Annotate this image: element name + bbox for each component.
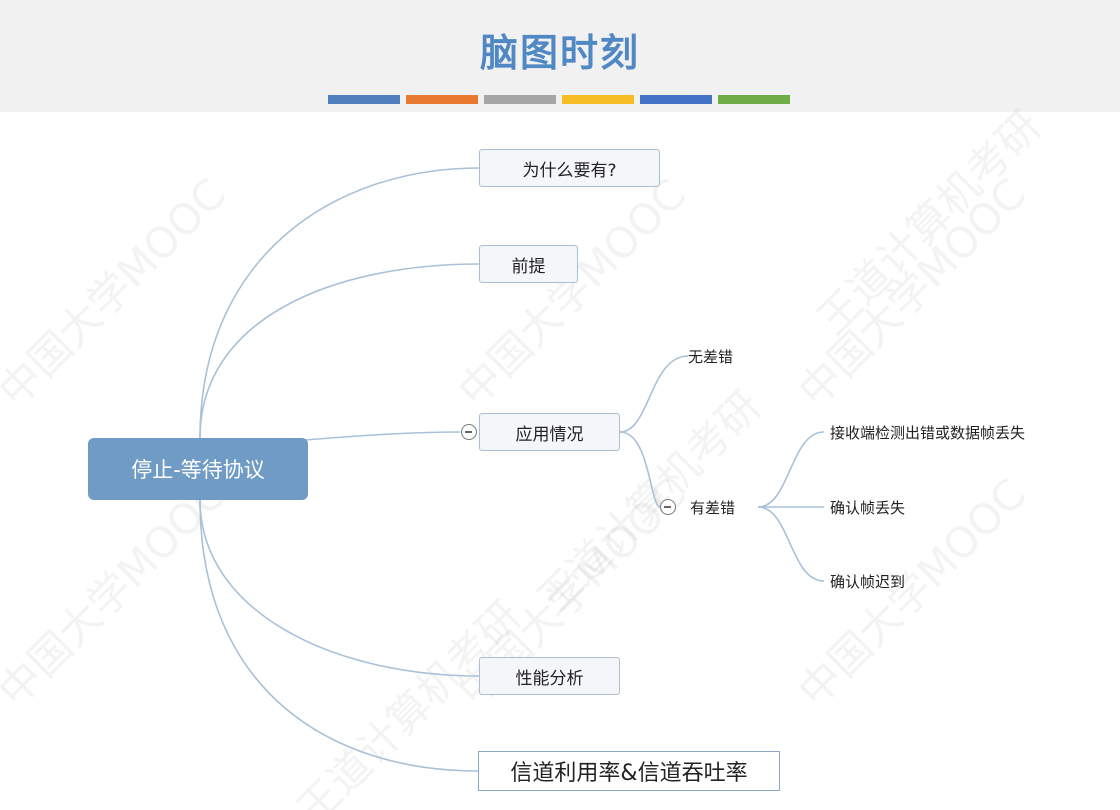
link-err-3	[757, 506, 825, 582]
link-err-1	[757, 431, 825, 508]
header-band: 脑图时刻	[0, 0, 1120, 112]
color-bar-3	[484, 95, 556, 104]
link-app-haserror	[619, 431, 661, 508]
color-bar-2	[406, 95, 478, 104]
node-utilization[interactable]: 信道利用率&信道吞吐率	[478, 751, 780, 791]
collapse-toggle-icon[interactable]	[461, 424, 477, 440]
link-root-premise	[199, 263, 481, 439]
root-node[interactable]: 停止-等待协议	[88, 438, 308, 500]
node-error-case-1[interactable]: 接收端检测出错或数据帧丢失	[830, 423, 1026, 442]
link-root-why	[199, 167, 481, 439]
color-bar-5	[640, 95, 712, 104]
node-error-case-2[interactable]: 确认帧丢失	[830, 498, 906, 517]
node-error-case-3[interactable]: 确认帧迟到	[830, 572, 906, 591]
link-root-utilization	[199, 499, 479, 772]
node-has-error[interactable]: 有差错	[690, 498, 736, 517]
color-bar-4	[562, 95, 634, 104]
node-performance[interactable]: 性能分析	[479, 657, 620, 695]
node-application[interactable]: 应用情况	[479, 413, 620, 451]
collapse-toggle-icon[interactable]	[660, 499, 676, 515]
link-app-noerror	[619, 355, 689, 433]
color-bar-1	[328, 95, 400, 104]
link-root-application	[304, 431, 461, 441]
link-root-performance	[199, 499, 481, 677]
color-bar-6	[718, 95, 790, 104]
node-no-error[interactable]: 无差错	[688, 347, 734, 366]
node-why[interactable]: 为什么要有?	[479, 149, 660, 187]
page-title: 脑图时刻	[479, 31, 640, 75]
color-bar-strip	[328, 95, 790, 104]
node-premise[interactable]: 前提	[479, 245, 578, 283]
